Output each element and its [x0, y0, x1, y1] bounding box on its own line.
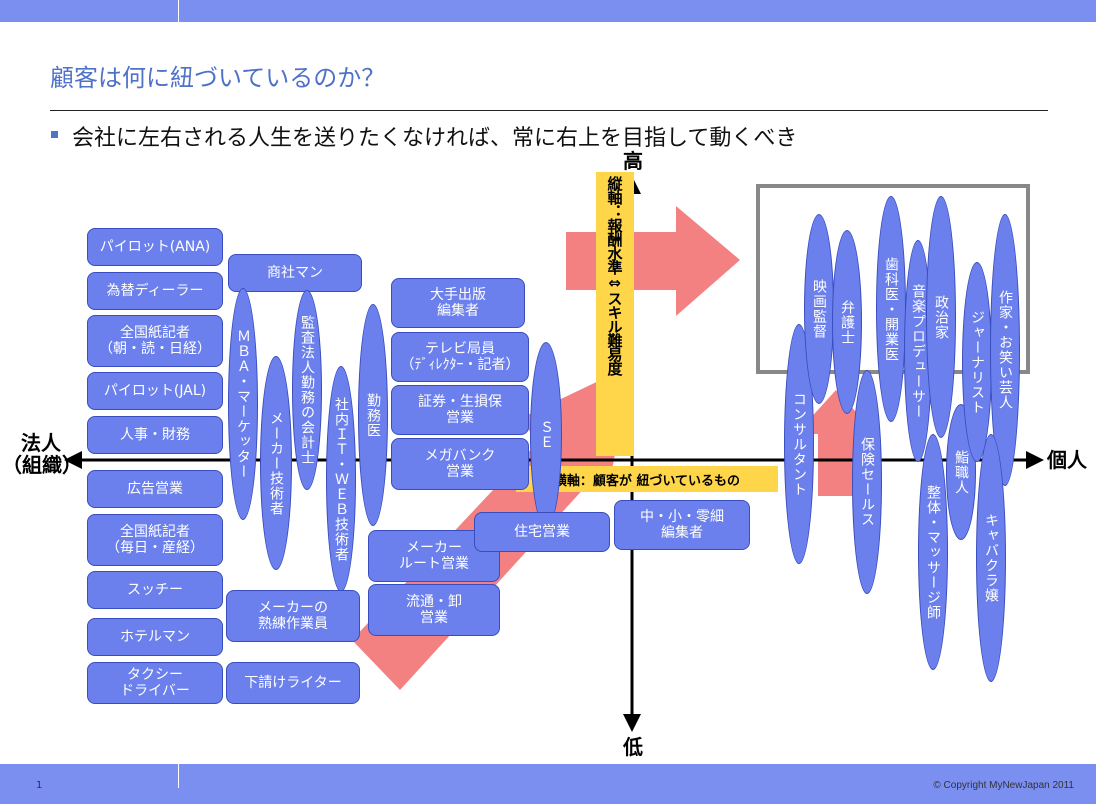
bullet-icon — [51, 131, 58, 138]
top-arrow — [566, 206, 740, 316]
node-masseur: 整体・マッサージ師 — [918, 434, 948, 670]
slide-title: 顧客は何に紐づいているのか？ — [50, 64, 386, 92]
node-dentist: 歯科医・開業医 — [876, 196, 906, 422]
node-insurance-sales: 保険セールス — [852, 370, 882, 594]
axis-label-high: 高 — [623, 149, 643, 173]
node-hostess: キャバクラ嬢 — [976, 434, 1006, 682]
node-journalist: ジャーナリスト — [962, 262, 992, 462]
top-bar-tick — [178, 0, 179, 22]
node-writer-comedian: 作家・お笑い芸人 — [990, 214, 1020, 486]
node-ad-sales: 広告営業 — [87, 470, 223, 508]
node-publisher-editor: 大手出版 編集者 — [391, 278, 525, 328]
node-national-reporter-1: 全国紙記者 （朝・読・日経） — [87, 315, 223, 367]
node-consultant: コンサルタント — [784, 324, 814, 564]
node-se: ＳＥ — [530, 342, 562, 528]
node-politician: 政治家 — [926, 196, 956, 438]
node-mba-marketer: ＭＢＡ・マーケッター — [228, 288, 258, 520]
node-megabank-sales: メガバンク 営業 — [391, 438, 529, 490]
node-pilot-jal: パイロット(JAL) — [87, 372, 223, 410]
axis-arrowhead-left — [64, 451, 82, 469]
node-housing-sales: 住宅営業 — [474, 512, 610, 552]
node-craftsman: 鮨職人 — [946, 404, 976, 540]
vertical-axis-caption: 縦軸：報酬水準⇔スキル難易度 — [596, 172, 634, 456]
node-tv-station: テレビ局員 （ﾃﾞｨﾚｸﾀｰ・記者） — [391, 332, 529, 382]
axis-label-low: 低 — [623, 735, 643, 759]
node-auditor: 監査法人勤務の会計士 — [292, 290, 322, 490]
top-bar — [0, 0, 1096, 22]
bottom-bar — [0, 764, 1096, 804]
node-distribution-sales: 流通・卸 営業 — [368, 584, 500, 636]
axis-arrowhead-bottom — [623, 714, 641, 732]
node-employed-doctor: 勤務医 — [358, 304, 388, 526]
axis-label-individual: 個人 — [1047, 448, 1087, 472]
node-maker-skilled-worker: メーカーの 熟練作業員 — [226, 590, 360, 642]
copyright: © Copyright MyNewJapan 2011 — [933, 780, 1074, 791]
node-taxi-driver: タクシー ドライバー — [87, 662, 223, 704]
node-hotelman: ホテルマン — [87, 618, 223, 656]
bottom-bar-tick — [178, 764, 179, 788]
node-securities-insurance: 証券・生損保 営業 — [391, 385, 529, 435]
axis-label-corporate: 法人 （組織） — [2, 431, 82, 477]
node-film-director: 映画監督 — [804, 214, 834, 404]
node-maker-engineer: メーカー技術者 — [260, 356, 292, 570]
title-rule — [50, 110, 1048, 111]
node-fx-dealer: 為替ディーラー — [87, 272, 223, 310]
node-trading-man: 商社マン — [228, 254, 362, 292]
page-number: 1 — [36, 780, 43, 791]
axis-arrowhead-right — [1026, 451, 1044, 469]
node-hr-finance: 人事・財務 — [87, 416, 223, 454]
node-lawyer: 弁護士 — [832, 230, 862, 414]
node-small-editor: 中・小・零細 編集者 — [614, 500, 750, 550]
node-it-engineer: 社内ＩＴ・ＷＥＢ技術者 — [326, 366, 356, 592]
node-national-reporter-2: 全国紙記者 （毎日・産経） — [87, 514, 223, 566]
bullet-text: 会社に左右される人生を送りたくなければ、常に右上を目指して動くべき — [72, 126, 798, 151]
node-subcontract-writer: 下請けライター — [226, 662, 360, 704]
node-stewardess: スッチー — [87, 571, 223, 609]
node-pilot-ana: パイロット(ANA) — [87, 228, 223, 266]
